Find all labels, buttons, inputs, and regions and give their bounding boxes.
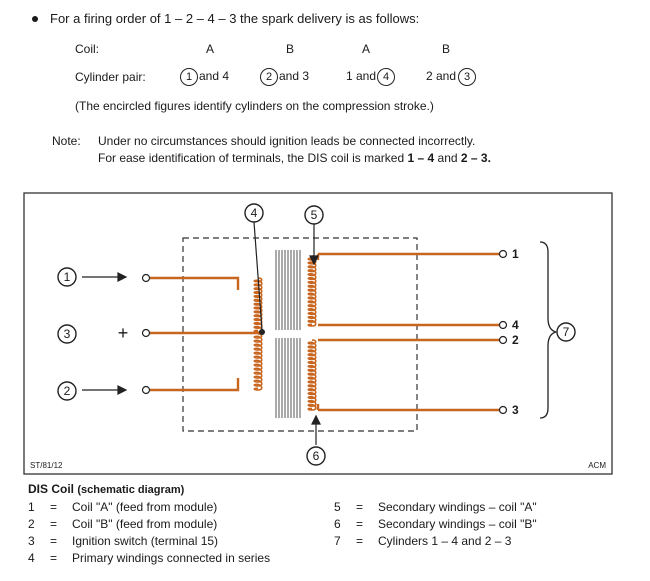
- primary-winding-wires: [150, 276, 262, 392]
- callout-2: 2: [64, 384, 71, 398]
- callout-7: 7: [563, 325, 570, 339]
- callout-3: 3: [64, 327, 71, 341]
- callout-6: 6: [313, 449, 320, 463]
- callout-circles: [57, 203, 576, 466]
- primary-coil: [253, 277, 263, 391]
- circled-number: 4: [377, 68, 396, 86]
- circled-number: 2: [260, 68, 278, 86]
- bullet-point: [32, 16, 38, 22]
- callout-5: 5: [311, 208, 318, 222]
- note-label: Note:: [52, 134, 81, 148]
- cylinder-pair-label: Cylinder pair:: [75, 70, 146, 84]
- terminal-3: 3: [512, 403, 519, 417]
- callout-4: 4: [251, 206, 258, 220]
- coil-4: B: [442, 42, 451, 56]
- legend-item: 5=Secondary windings – coil "A": [334, 500, 537, 514]
- circled-number: 3: [458, 68, 477, 86]
- input-terminals: [141, 249, 508, 415]
- coil-3: A: [362, 42, 371, 56]
- circled-number: 1: [180, 68, 198, 86]
- diagram-labels: 1 3 2 4 5 6 7 +: [64, 206, 570, 463]
- coil-housing-outline: [182, 237, 418, 432]
- intro-text: For a firing order of 1 – 2 – 4 – 3 the …: [50, 11, 420, 26]
- acm-mark: ACM: [588, 461, 606, 470]
- callout-1: 1: [64, 270, 71, 284]
- legend-item: 3=Ignition switch (terminal 15): [28, 534, 219, 548]
- legend-title: DIS Coil (schematic diagram): [28, 482, 185, 496]
- leader-lines: [82, 221, 321, 445]
- terminal-numbers: 1 4 2 3: [512, 247, 519, 417]
- diagram-footer: ST/81/12 ACM: [30, 461, 606, 470]
- legend-item: 4=Primary windings connected in series: [28, 551, 271, 565]
- legend-item: 2=Coil "B" (feed from module): [28, 517, 218, 531]
- legend-item: 1=Coil "A" (feed from module): [28, 500, 218, 514]
- iron-core: [275, 250, 301, 418]
- secondary-winding-wires: [316, 252, 500, 412]
- note-line-1: Under no circumstances should ignition l…: [98, 134, 476, 148]
- legend-item: 6=Secondary windings – coil "B": [334, 517, 537, 531]
- encircled-note: (The encircled figures identify cylinder…: [75, 99, 434, 113]
- coil-1: A: [206, 42, 215, 56]
- coil-2: B: [286, 42, 295, 56]
- terminal-1: 1: [512, 247, 519, 261]
- coil-label: Coil:: [75, 42, 100, 56]
- secondary-coil: [307, 255, 317, 411]
- diagram-frame: [23, 192, 613, 475]
- terminal-4: 4: [512, 318, 519, 332]
- legend-item: 7=Cylinders 1 – 4 and 2 – 3: [334, 534, 512, 548]
- terminal-2: 2: [512, 333, 519, 347]
- junction-dot: [259, 329, 265, 335]
- terminal-brace: [539, 241, 557, 419]
- plus-sign: +: [118, 323, 129, 343]
- diagram-code: ST/81/12: [30, 461, 63, 470]
- note-line-2: For ease identification of terminals, th…: [98, 151, 491, 165]
